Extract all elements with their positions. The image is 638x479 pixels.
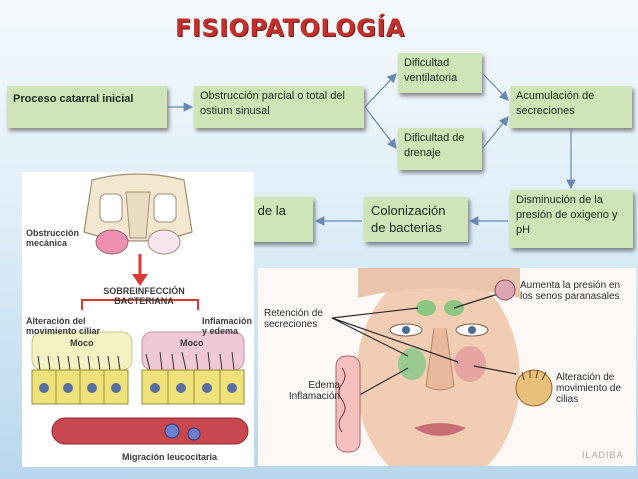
label-presion: Aumenta la presión en los senos paranasa… bbox=[520, 280, 621, 302]
label-moco-1: Moco bbox=[70, 338, 94, 348]
node-dificultad-ventilatoria: Dificultad ventilatoria bbox=[398, 53, 482, 93]
label-inflamacion: Inflamación y edema bbox=[202, 316, 253, 336]
arrow-n2-n4 bbox=[364, 106, 397, 149]
node-acumulacion: Acumulación de secreciones bbox=[510, 86, 632, 128]
node-label: Dificultad de drenaje bbox=[404, 132, 465, 159]
label-obstruccion: Obstrucción mecánica bbox=[26, 228, 80, 248]
watermark: ILADIBA bbox=[582, 450, 624, 460]
arrow-n3-n5 bbox=[482, 73, 509, 101]
label-alteracion-ciliar: Alteración del movimiento ciliar bbox=[26, 316, 101, 336]
face-illustration-panel: Retención de secreciones Edema Inflamaci… bbox=[258, 268, 636, 466]
page-title: FISIOPATOLOGÍA bbox=[175, 14, 405, 42]
face-illustration bbox=[331, 268, 553, 466]
node-label: Obstrucción parcial o total del ostium s… bbox=[200, 90, 345, 117]
node-disminucion: Disminución de la presión de oxigeno y p… bbox=[510, 190, 633, 248]
sinus-illustration bbox=[31, 173, 249, 445]
label-retencion: Retención de secreciones bbox=[264, 308, 323, 330]
label-migracion: Migración leucocitaria bbox=[122, 452, 218, 462]
node-obstruccion: Obstrucción parcial o total del ostium s… bbox=[194, 86, 364, 128]
label-cilias: Alteración de movimiento de cilias bbox=[556, 372, 622, 405]
node-label: Disminución de la presión de oxigeno y p… bbox=[516, 194, 618, 236]
label-moco-2: Moco bbox=[180, 338, 204, 348]
node-colonizacion: Colonización de bacterias bbox=[364, 197, 468, 242]
node-label: Colonización de bacterias bbox=[371, 203, 446, 235]
node-label: Dificultad ventilatoria bbox=[404, 57, 458, 84]
label-sobreinfeccion: SOBREINFECCIÓN BACTERIANA bbox=[103, 286, 185, 306]
label-edema: Edema Inflamación bbox=[288, 380, 340, 402]
node-dificultad-drenaje: Dificultad de drenaje bbox=[398, 128, 482, 170]
sinus-illustration-panel: Obstrucción mecánica SOBREINFECCIÓN BACT… bbox=[22, 172, 254, 467]
arrow-n4-n5 bbox=[482, 116, 509, 149]
arrow-n2-n3 bbox=[364, 73, 397, 108]
node-label: Proceso catarral inicial bbox=[13, 93, 134, 105]
node-label: Acumulación de secreciones bbox=[516, 90, 595, 117]
node-proceso-catarral: Proceso catarral inicial bbox=[7, 86, 167, 128]
